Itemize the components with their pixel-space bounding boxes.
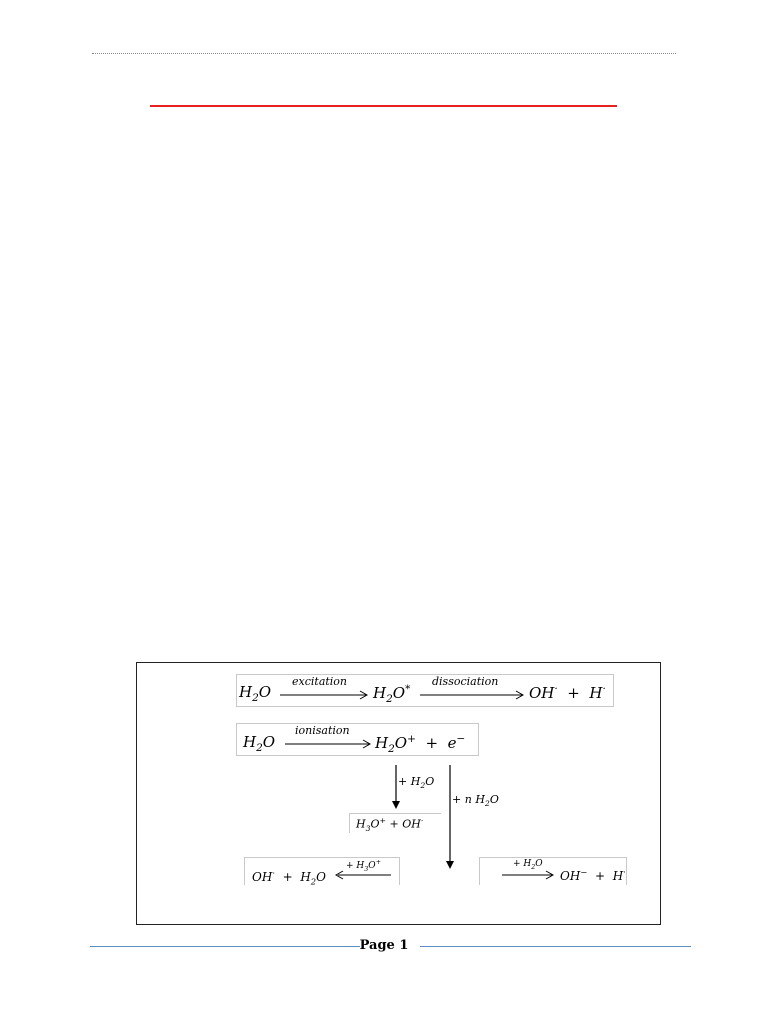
row1-intermediate: H2O* [373,683,411,705]
page-number: Page 1 [359,938,409,953]
bottom-left-arrow [335,870,391,880]
row2-reactant: H2O [243,733,276,754]
excitation-equation-box [236,674,614,707]
row1-reactant: H2O [239,683,272,704]
footer-rule-left [90,946,360,947]
bottom-right-arrow-label: + H2O [513,859,543,871]
left-branch-label: + H2O [398,775,435,791]
bottom-left-box [244,857,400,885]
bottom-left-species: OH· + H2O [252,868,326,887]
bottom-right-species: OH− + H· [560,867,626,883]
bottom-right-arrow [502,870,555,880]
bottom-right-box [479,857,627,885]
ionisation-arrow [285,739,372,749]
dissociation-arrow [420,690,525,700]
title-underline [150,105,617,107]
radiolysis-reaction-figure: H2O excitation H2O* dissociation OH· + H… [136,662,661,925]
excitation-arrow [280,690,369,700]
header-rule [92,53,676,54]
ionisation-label: ionisation [295,724,350,737]
row1-products: OH· + H· [529,683,606,702]
left-branch-arrow [392,765,400,809]
row2-products: H2O+ + e− [375,733,466,755]
right-branch-arrow [446,765,454,869]
hydronium-result-box [349,813,441,833]
ionisation-equation-box [236,723,479,756]
right-branch-label: + n H2O [452,793,499,809]
bottom-left-arrow-label: + H3O+ [346,859,381,873]
excitation-label: excitation [292,675,348,688]
left-branch-result: H3O+ + OH· [356,816,424,833]
dissociation-label: dissociation [432,675,499,688]
footer-rule-right [420,946,691,947]
